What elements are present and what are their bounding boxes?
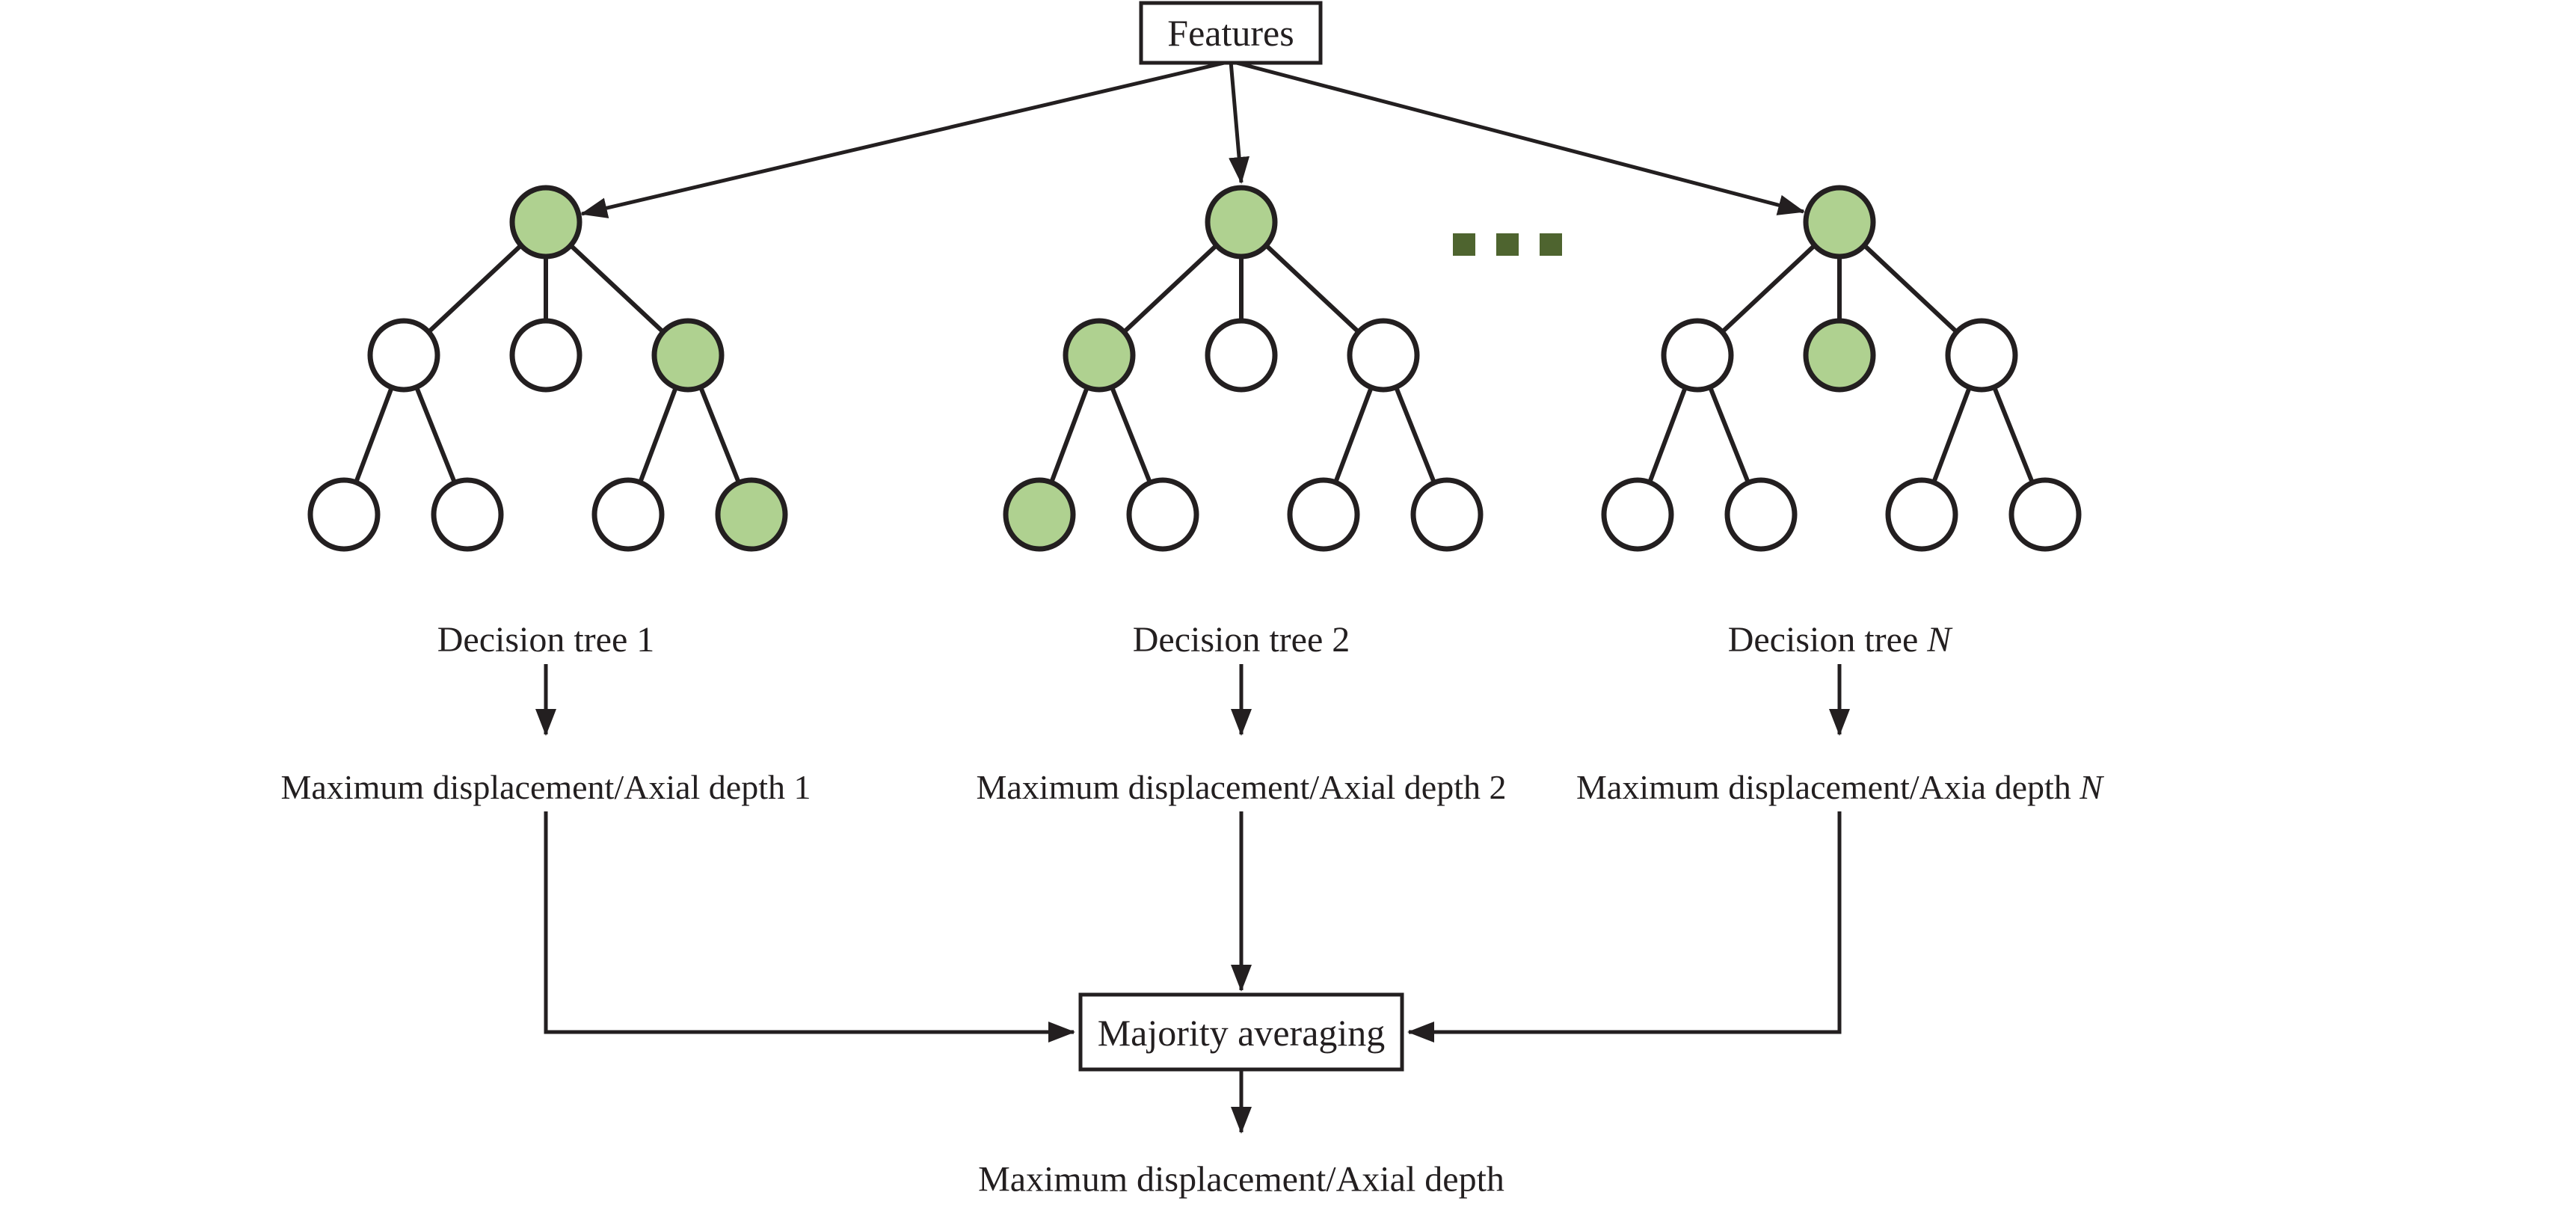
ellipsis-square-icon-2 <box>1496 233 1519 256</box>
tree2-name-label: Decision tree 2 <box>1133 620 1350 660</box>
tree1-child-node-3 <box>651 318 725 393</box>
tree3-name-label: Decision tree N <box>1728 620 1954 660</box>
final-output-label: Maximum displacement/Axial depth <box>978 1160 1504 1200</box>
tree3-child-node-2 <box>1803 318 1876 393</box>
tree3-left-leaf-1 <box>1601 477 1674 552</box>
tree2-left-leaf-2 <box>1126 477 1199 552</box>
features-to-tree2-arrow <box>1229 61 1250 184</box>
tree2-child-node-3 <box>1347 318 1420 393</box>
features-to-tree1-arrow <box>580 59 1232 218</box>
tree2-output-label: Maximum displacement/Axial depth 2 <box>976 768 1506 806</box>
tree1-output-label: Maximum displacement/Axial depth 1 <box>280 768 811 806</box>
tree2-right-leaf-1 <box>1287 477 1360 552</box>
tree3-child-node-1 <box>1661 318 1734 393</box>
tree2-child-node-1 <box>1063 318 1136 393</box>
tree1-name-label: Decision tree 1 <box>437 620 655 660</box>
tree1-result-flow-line <box>544 811 1075 1043</box>
tree1-root-node <box>509 185 582 260</box>
tree1-left-leaf-1 <box>307 477 381 552</box>
tree1-right-leaf-1 <box>591 477 665 552</box>
tree2-right-leaf-2 <box>1410 477 1484 552</box>
ellipsis-square-icon-1 <box>1453 233 1475 256</box>
tree3-root-node <box>1803 185 1876 260</box>
treeN-result-flow-line <box>1407 811 1842 1043</box>
tree1-child-node-1 <box>367 318 440 393</box>
tree1-right-leaf-2 <box>715 477 788 552</box>
majority-averaging-label: Majority averaging <box>1098 1012 1386 1054</box>
tree2-left-leaf-1 <box>1003 477 1076 552</box>
tree3-left-leaf-2 <box>1724 477 1798 552</box>
features-box <box>1139 1 1323 65</box>
tree3-output-label: Maximum displacement/Axia depth N <box>1576 768 2104 806</box>
tree2-root-node <box>1205 185 1278 260</box>
tree3-right-leaf-2 <box>2008 477 2082 552</box>
tree1-left-leaf-2 <box>431 477 504 552</box>
ellipsis-square-icon-3 <box>1540 233 1562 256</box>
decision-trees: Decision tree 1 Maximum displacement/Axia… <box>280 185 2104 806</box>
tree3-child-node-3 <box>1945 318 2018 393</box>
tree2-child-node-2 <box>1205 318 1278 393</box>
features-box-label: Features <box>1167 12 1294 54</box>
tree1-child-node-2 <box>509 318 582 393</box>
features-to-treeN-arrow <box>1230 59 1805 215</box>
tree3-right-leaf-1 <box>1885 477 1958 552</box>
